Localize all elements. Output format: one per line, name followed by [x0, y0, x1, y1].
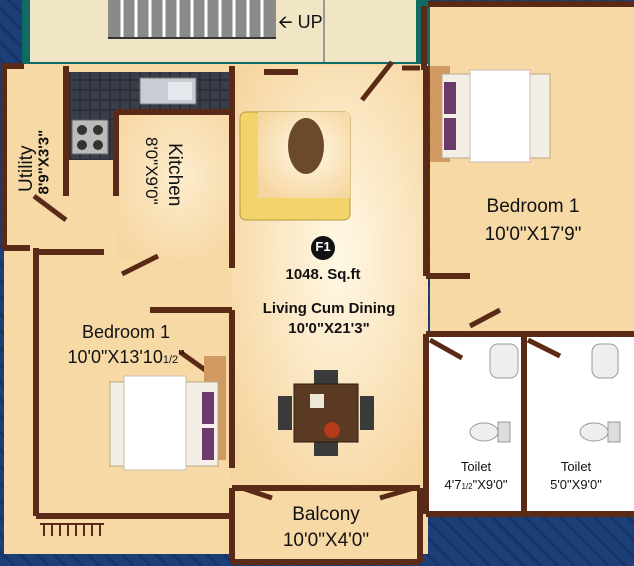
toilet-left-size-main: 4'7 — [444, 476, 462, 492]
bed-icon — [109, 356, 226, 471]
wash-basin-icon — [489, 343, 619, 379]
bedroom-right-size: 10'0"X17'9" — [484, 223, 582, 245]
bedroom-left-size-end: " — [178, 346, 185, 367]
stair-label-text: UP — [297, 12, 323, 32]
toilet-right-label: Toilet 5'0"X9'0" — [526, 459, 626, 493]
balcony-name: Balcony — [292, 504, 360, 525]
bedroom-right-label: Bedroom 1 10'0"X17'9" — [440, 196, 626, 246]
bedroom-left-size: 10'0"X13'101/2" — [36, 347, 216, 368]
bedroom-right-floor — [430, 4, 634, 334]
toilet-right-name: Toilet — [560, 459, 592, 474]
dining-table-icon — [278, 370, 374, 456]
kitchen-size: 8'0"X9'0" — [142, 137, 161, 205]
toilet-left-label: Toilet 4'71/2"X9'0" — [428, 459, 524, 493]
balcony-size: 10'0"X4'0" — [282, 529, 370, 551]
toilet-left-size-frac: 1/2 — [461, 481, 473, 491]
balcony-label: Balcony 10'0"X4'0" — [236, 504, 416, 552]
toilet-left-name: Toilet — [460, 459, 492, 474]
bedroom-left-name: Bedroom 1 — [81, 322, 171, 342]
bedroom-left-size-frac: 1/2 — [162, 353, 179, 366]
staircase — [22, 0, 430, 72]
unit-badge — [311, 236, 335, 260]
kitchen-name: Kitchen — [164, 143, 185, 207]
toilet-icon — [469, 421, 621, 443]
living-label: Living Cum Dining 10'0"X21'3" — [236, 300, 422, 338]
living-name: Living Cum Dining — [262, 300, 396, 317]
sofa-icon — [239, 111, 351, 221]
bedroom-left-size-main: 10'0"X13'10 — [67, 346, 163, 367]
unit-code: F1 — [315, 239, 331, 254]
bedroom-left-label: Bedroom 1 10'0"X13'101/2" — [36, 322, 216, 367]
stove-icon — [71, 119, 109, 155]
bedroom-right-name: Bedroom 1 — [486, 196, 580, 217]
window-left — [40, 523, 104, 536]
bed-icon — [430, 66, 551, 163]
toilet-left-size-end: "X9'0" — [472, 476, 508, 492]
toilet-right-size: 5'0"X9'0" — [550, 476, 602, 492]
stair-up-label: 🡨 UP — [278, 12, 323, 33]
unit-area: 1048. Sq.ft — [285, 266, 361, 283]
living-size: 10'0"X21'3" — [288, 320, 370, 338]
arrow-left-icon: 🡨 — [278, 12, 293, 32]
toilet-left-size: 4'71/2"X9'0" — [428, 476, 524, 493]
kitchen-counter — [66, 72, 230, 160]
doors — [32, 60, 562, 501]
utility-size: 8'9"X3'3" — [35, 129, 53, 195]
